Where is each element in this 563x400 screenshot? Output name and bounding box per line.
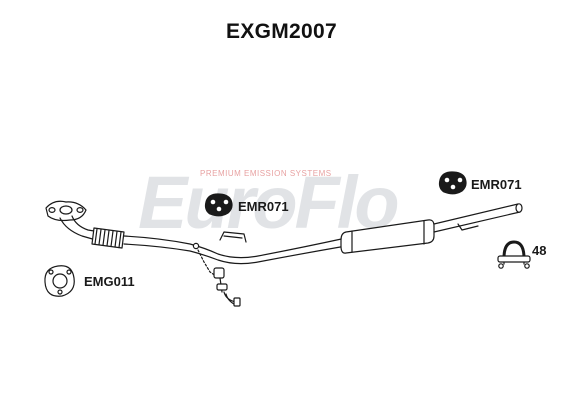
triangular-gasket-icon (44, 265, 75, 297)
part-number-title: EXGM2007 (226, 20, 337, 43)
clamp-code: 48 (532, 243, 547, 258)
mount-left-code: EMR071 (238, 199, 289, 214)
flex-section (91, 227, 125, 249)
watermark-tagline: PREMIUM EMISSION SYSTEMS (200, 169, 332, 178)
tail-pipe (433, 203, 523, 233)
intermediate-pipe (123, 231, 347, 265)
front-pipe (59, 215, 101, 241)
mount-right-code: EMR071 (471, 177, 522, 192)
front-flange-icon (45, 200, 87, 222)
silencer-box (340, 219, 435, 254)
u-clamp-icon (497, 240, 531, 269)
gasket-code: EMG011 (84, 274, 135, 289)
rubber-mount-icon (438, 171, 467, 195)
lambda-sensor-icon (197, 249, 241, 307)
rubber-mount-icon (204, 193, 233, 217)
